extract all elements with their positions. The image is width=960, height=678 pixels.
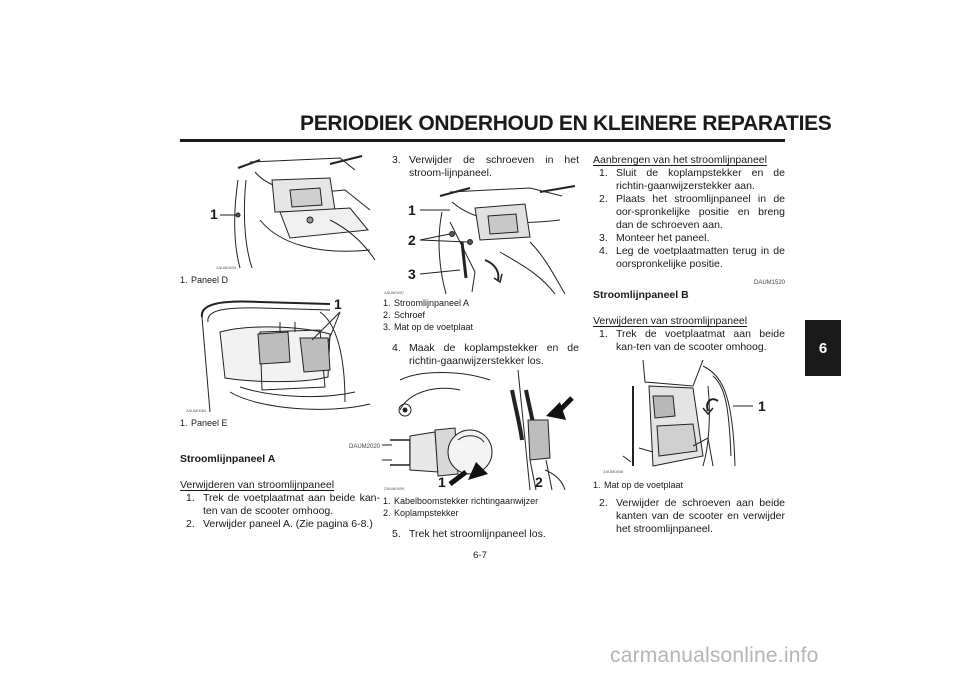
- callout-2: 2: [408, 232, 416, 248]
- step-number: 1.: [599, 167, 608, 179]
- callout-1: 1: [210, 206, 218, 222]
- step-text: Sluit de koplampstekker en de richtin-ga…: [616, 167, 785, 192]
- step-item: 4. Leg de voetplaatmatten terug in de oo…: [599, 245, 785, 271]
- watermark: carmanualsonline.info: [610, 644, 819, 667]
- figure-caption: 1.Kabelboomstekker richtingaanwijzer 2.K…: [383, 495, 583, 519]
- chapter-tab-number: 6: [818, 339, 828, 357]
- step-text: Trek het stroomlijnpaneel los.: [409, 528, 546, 540]
- step-number: 4.: [599, 245, 608, 257]
- subsection-title: Verwijderen van stroomlijnpaneel: [180, 479, 335, 491]
- step-text: Verwijder de schroeven aan beide kanten …: [616, 497, 785, 535]
- caption-line: 2.Koplampstekker: [383, 507, 583, 519]
- header-rule: [180, 139, 785, 142]
- callout-2: 2: [535, 474, 543, 490]
- caption-text: Mat op de voetplaat: [604, 480, 684, 490]
- step-item: 2. Verwijder de schroeven aan beide kant…: [599, 497, 785, 536]
- step-item: 3. Monteer het paneel.: [599, 232, 785, 245]
- callout-1: 1: [758, 398, 766, 414]
- step-item: 1. Trek de voetplaatmat aan beide kan-te…: [186, 492, 380, 518]
- caption-number: 2.: [383, 508, 391, 518]
- step-text: Trek de voetplaatmat aan beide kan-ten v…: [203, 492, 380, 517]
- subsection-title: Aanbrengen van het stroomlijnpaneel: [593, 154, 767, 166]
- caption-number: 1.: [180, 418, 188, 428]
- step-number: 1.: [599, 328, 608, 340]
- section-title: Stroomlijnpaneel A: [180, 453, 276, 465]
- callout-1: 1: [438, 474, 446, 490]
- step-item: 2. Plaats het stroomlijnpaneel in de oor…: [599, 193, 785, 232]
- section-code: DAUM1520: [753, 280, 785, 286]
- callout-1: 1: [408, 202, 416, 218]
- caption-number: 1.: [383, 298, 391, 308]
- step-number: 4.: [392, 342, 401, 354]
- caption-number: 1.: [180, 275, 188, 285]
- subsection-title: Verwijderen van stroomlijnpaneel: [593, 315, 748, 327]
- figure-code: ZAUM0409: [384, 486, 405, 491]
- caption-number: 2.: [383, 310, 391, 320]
- step-text: Plaats het stroomlijnpaneel in de oor-sp…: [616, 193, 785, 231]
- step-text: Maak de koplampstekker en de richtin-gaa…: [409, 342, 579, 367]
- caption-line: 2.Schroef: [383, 309, 583, 321]
- page-title: PERIODIEK ONDERHOUD EN KLEINERE REPARATI…: [300, 112, 832, 135]
- figure-caption: 1.Paneel D: [180, 274, 380, 286]
- step-number: 3.: [392, 154, 401, 166]
- figure-caption: 1.Mat op de voetplaat: [593, 479, 785, 491]
- figure-code: ZAUM0407: [384, 290, 405, 295]
- caption-text: Kabelboomstekker richtingaanwijzer: [394, 496, 539, 506]
- callout-1: 1: [334, 296, 342, 312]
- step-number: 1.: [186, 492, 195, 504]
- step-number: 2.: [599, 193, 608, 205]
- chapter-tab: 6: [805, 320, 841, 376]
- caption-text: Paneel E: [191, 418, 228, 428]
- figure-caption: 1.Stroomlijnpaneel A 2.Schroef 3.Mat op …: [383, 297, 583, 333]
- page-number: 6-7: [473, 550, 487, 561]
- step-number: 3.: [599, 232, 608, 244]
- step-number: 2.: [599, 497, 608, 509]
- caption-text: Mat op de voetplaat: [394, 322, 474, 332]
- caption-line: 1.Kabelboomstekker richtingaanwijzer: [383, 495, 583, 507]
- step-number: 2.: [186, 518, 195, 530]
- section-code: DAUM2020: [348, 444, 380, 450]
- step-item: 1. Trek de voetplaatmat aan beide kan-te…: [599, 328, 785, 354]
- step-text: Verwijder paneel A. (Zie pagina 6-8.): [203, 518, 373, 530]
- section-title: Stroomlijnpaneel B: [593, 289, 689, 301]
- caption-text: Paneel D: [191, 275, 229, 285]
- figure-code: ZAUM0084: [186, 408, 207, 413]
- figure-connectors: 1 2 ZAUM0409: [380, 370, 580, 492]
- step-text: Verwijder de schroeven in het stroom-lij…: [409, 154, 579, 179]
- figure-caption: 1.Paneel E: [180, 417, 380, 429]
- caption-text: Koplampstekker: [394, 508, 459, 518]
- figure-code: ZAUM0405: [216, 265, 237, 270]
- caption-number: 1.: [383, 496, 391, 506]
- caption-number: 3.: [383, 322, 391, 332]
- step-item: 2. Verwijder paneel A. (Zie pagina 6-8.): [186, 518, 380, 531]
- caption-line: 3.Mat op de voetplaat: [383, 321, 583, 333]
- step-item: 1. Sluit de koplampstekker en de richtin…: [599, 167, 785, 193]
- caption-line: 1.Stroomlijnpaneel A: [383, 297, 583, 309]
- step-text: Monteer het paneel.: [616, 232, 710, 244]
- step-text: Trek de voetplaatmat aan beide kan-ten v…: [616, 328, 785, 353]
- step-item: 4. Maak de koplampstekker en de richtin-…: [392, 342, 579, 368]
- step-number: 5.: [392, 528, 401, 540]
- caption-number: 1.: [593, 480, 601, 490]
- step-text: Leg de voetplaatmatten terug in de oorsp…: [616, 245, 785, 270]
- caption-text: Stroomlijnpaneel A: [394, 298, 470, 308]
- figure-panel-b: 1 ZAUM0408: [593, 356, 785, 476]
- figure-panel-d: 1 ZAUM0405: [180, 150, 380, 272]
- step-item: 5. Trek het stroomlijnpaneel los.: [392, 528, 579, 541]
- panel-e-illustration: [200, 300, 371, 413]
- caption-text: Schroef: [394, 310, 426, 320]
- connectors-illustration: [382, 370, 574, 491]
- panel-d-illustration: [220, 155, 376, 269]
- panel-b-illustration: [622, 359, 753, 467]
- panel-a-illustration: [419, 185, 576, 295]
- figure-panel-e: 1 ZAUM0084: [180, 292, 380, 414]
- figure-panel-a: 1 2 3 ZAUM0407: [380, 182, 580, 296]
- callout-3: 3: [408, 266, 416, 282]
- step-item: 3. Verwijder de schroeven in het stroom-…: [392, 154, 579, 180]
- figure-code: ZAUM0408: [603, 469, 624, 474]
